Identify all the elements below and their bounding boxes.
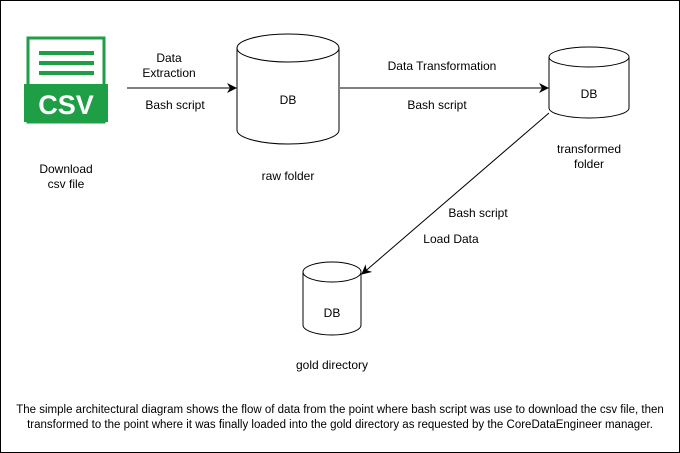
db-transformed-folder: DB <box>548 46 630 119</box>
db-transformed-text: DB <box>581 87 598 101</box>
diagram-caption: The simple architectural diagram shows t… <box>0 403 680 433</box>
transformed-folder-label: transformed folder <box>539 142 639 172</box>
csv-icon-text: CSV <box>38 90 94 120</box>
csv-file-icon: CSV <box>24 36 108 124</box>
db-gold-directory: DB <box>302 261 362 336</box>
db-raw-folder: DB <box>236 33 340 145</box>
extraction-label: Data Extraction <box>124 51 214 81</box>
caption-line2: transformed to the point where it was fi… <box>27 419 653 431</box>
transformation-label: Data Transformation <box>387 59 497 73</box>
transformation-script-label: Bash script <box>407 98 467 112</box>
download-label-line1: Download <box>39 162 93 176</box>
extraction-script-label: Bash script <box>145 98 205 112</box>
load-data-label: Load Data <box>423 232 479 246</box>
download-label-line2: csv file <box>47 177 85 191</box>
download-label: Download csv file <box>28 162 104 192</box>
extraction-label-line1: Data <box>156 51 182 65</box>
load-arrow <box>361 112 550 275</box>
transformed-folder-label-line1: transformed <box>556 142 622 156</box>
db-raw-text: DB <box>280 93 297 107</box>
caption-line1: The simple architectural diagram shows t… <box>16 404 664 416</box>
extraction-label-line2: Extraction <box>142 66 196 80</box>
db-gold-text: DB <box>324 306 341 320</box>
load-script-label: Bash script <box>448 206 508 220</box>
gold-directory-label: gold directory <box>295 358 369 372</box>
transformed-folder-label-line2: folder <box>573 157 605 171</box>
raw-folder-label: raw folder <box>261 169 315 183</box>
